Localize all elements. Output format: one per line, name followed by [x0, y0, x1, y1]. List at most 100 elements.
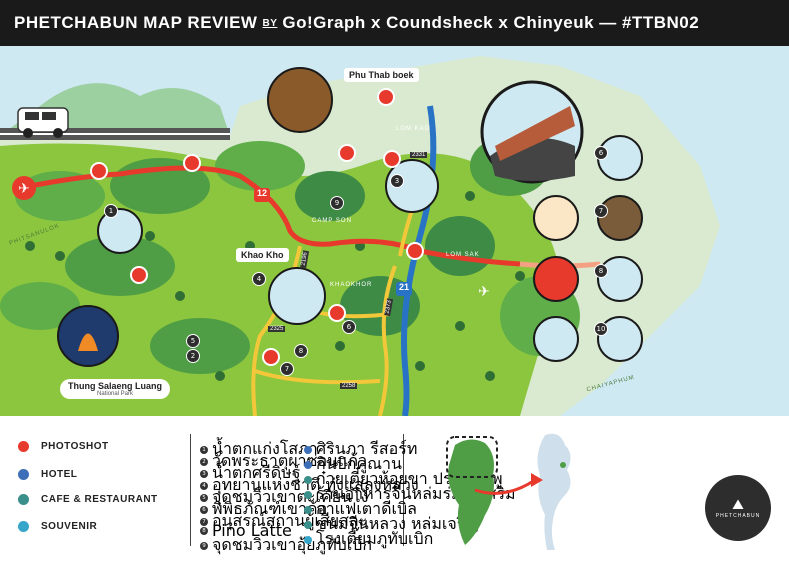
- svg-text:✈: ✈: [18, 181, 30, 197]
- camera-icon: [18, 441, 29, 452]
- zoom-produce: [267, 67, 333, 133]
- map-area: ✈ ✈ 12 21 2331 2196 2325 2373 2258 Phu T…: [0, 46, 789, 416]
- zoom-buddha: [385, 159, 439, 213]
- place-name: อนุสรณ์สถานผู้เสียสละ: [212, 511, 368, 530]
- route-12-shield: 12: [254, 188, 270, 202]
- place-name: อุทยานแห่งชาติ ทุ่งแสลงหลวง: [212, 475, 419, 494]
- zoom-roadview: [480, 80, 584, 184]
- photoshot-marker[interactable]: [183, 154, 201, 172]
- place-number: 9: [200, 541, 208, 550]
- place-name: ขนมจีนหลวง หล่มเจริญ: [316, 514, 479, 533]
- point-number: 1: [104, 204, 118, 218]
- place-number: 8: [200, 526, 208, 535]
- cafe-icon: [18, 494, 29, 505]
- hotel-icon: [18, 469, 29, 480]
- legend-divider: [403, 434, 404, 546]
- place-item: 4 อุทยานแห่งชาติ ทุ่งแสลงหลวง: [200, 473, 419, 498]
- route-21-shield: 21: [396, 282, 412, 296]
- car-icon: [17, 107, 69, 138]
- place-number: 2: [200, 457, 208, 466]
- place-item: ขนมจีนหลวง หล่มเจริญ: [304, 512, 479, 537]
- circle-number: 10: [594, 322, 608, 336]
- place-item: โรงเตี๊ยมภูทับเบิก: [304, 527, 433, 552]
- photoshot-marker[interactable]: [130, 266, 148, 284]
- place-name: กาแฟเตาดีเบิล: [316, 499, 417, 518]
- place-item: 6 พิพิธภัณฑ์เขาค้อ: [200, 497, 327, 522]
- place-name: น้ำตกศรีดิษฐ์: [212, 463, 301, 482]
- label-thung-salaeng-luang: Thung Salaeng Luang National Park: [60, 379, 170, 399]
- point-number: 3: [390, 174, 404, 188]
- title-credits: Go!Graph x Coundsheck x Chinyeuk — #TTBN…: [282, 13, 700, 32]
- place-item: 7 อนุสรณ์สถานผู้เสียสละ: [200, 509, 367, 534]
- cafe-icon: [304, 490, 312, 499]
- photoshot-marker[interactable]: [338, 144, 356, 162]
- title-by: BY: [262, 17, 278, 29]
- photoshot-marker[interactable]: [383, 150, 401, 168]
- point-number: 7: [280, 362, 294, 376]
- photoshot-marker[interactable]: [377, 88, 395, 106]
- place-number: 5: [200, 493, 208, 502]
- place-name: จุดชมวิวเขาตะเคียนโง้: [212, 487, 369, 506]
- highway-21: [401, 105, 437, 416]
- logo-text: PHETCHABUN: [715, 513, 761, 519]
- zoom-circles-right: [533, 135, 643, 362]
- airplane-icon: ✈: [478, 284, 490, 300]
- phetchabun-province: [448, 439, 494, 545]
- legend-souvenir-label: SOUVENIR: [41, 521, 98, 532]
- arrow-head-icon: [531, 473, 543, 487]
- legend-hotel-label: HOTEL: [41, 469, 78, 480]
- inset-highlight-box: [446, 436, 498, 478]
- point-number: 4: [252, 272, 266, 286]
- cafe-icon: [304, 475, 312, 484]
- place-item: กินบิกคูณาน: [304, 452, 402, 477]
- souvenir-icon: [18, 521, 29, 532]
- hotel-icon: [304, 445, 312, 454]
- place-item: กาแฟเตาดีเบิล: [304, 497, 417, 522]
- airport-icon: [12, 176, 36, 200]
- place-number: 4: [200, 481, 208, 490]
- legend-photoshot: PHOTOSHOT: [18, 441, 109, 452]
- legend-photoshot-label: PHOTOSHOT: [41, 441, 109, 452]
- zoom-museum: [268, 267, 326, 325]
- photoshot-marker[interactable]: [328, 304, 346, 322]
- label-camp-son: CAMP SON: [312, 218, 352, 224]
- point-number: 2: [186, 349, 200, 363]
- souvenir-icon: [304, 535, 312, 544]
- photoshot-marker[interactable]: [406, 242, 424, 260]
- legend-area: [0, 416, 789, 563]
- place-number: 7: [200, 517, 208, 526]
- phetchabun-logo: ⛰ PHETCHABUN: [705, 475, 771, 541]
- road-2331: 2331: [410, 152, 428, 158]
- legend-cafe-label: CAFE & RESTAURANT: [41, 494, 158, 505]
- photoshot-marker[interactable]: [262, 348, 280, 366]
- label-national-park: National Park: [96, 391, 134, 397]
- inset-arrow: [474, 478, 536, 495]
- mountain-icon: ⛰: [732, 497, 744, 513]
- point-number: 6: [342, 320, 356, 334]
- circle-number: 7: [594, 204, 608, 218]
- place-item: 8 Pino Latte: [200, 521, 292, 540]
- legend-divider: [190, 434, 191, 546]
- zoom-dinosaur: [97, 208, 143, 254]
- place-name: โรงเตี๊ยมภูทับเบิก: [316, 529, 434, 548]
- thailand-outline: [537, 433, 571, 550]
- label-lom-sak: LOM SAK: [446, 252, 480, 258]
- campfire-icon: [78, 333, 98, 351]
- photoshot-marker[interactable]: [90, 162, 108, 180]
- point-number: 8: [294, 344, 308, 358]
- legend-cafe: CAFE & RESTAURANT: [18, 494, 158, 505]
- label-phu-thab-boek: Phu Thab boek: [344, 68, 419, 82]
- point-number: 5: [186, 334, 200, 348]
- place-item: ศิรินภา รีสอร์ท: [304, 437, 417, 462]
- cafe-icon: [304, 520, 312, 529]
- inset-location-dot: [560, 462, 566, 468]
- place-name: Pino Latte: [212, 521, 292, 540]
- place-number: 6: [200, 505, 208, 514]
- legend-hotel: HOTEL: [18, 469, 77, 480]
- label-lom-kao: LOM KAO: [396, 126, 431, 132]
- place-name: กินบิกคูณาน: [316, 454, 402, 473]
- place-name: น้ำตกแก่งโสภา: [212, 439, 318, 458]
- place-name: พิพิธภัณฑ์เขาค้อ: [212, 499, 328, 518]
